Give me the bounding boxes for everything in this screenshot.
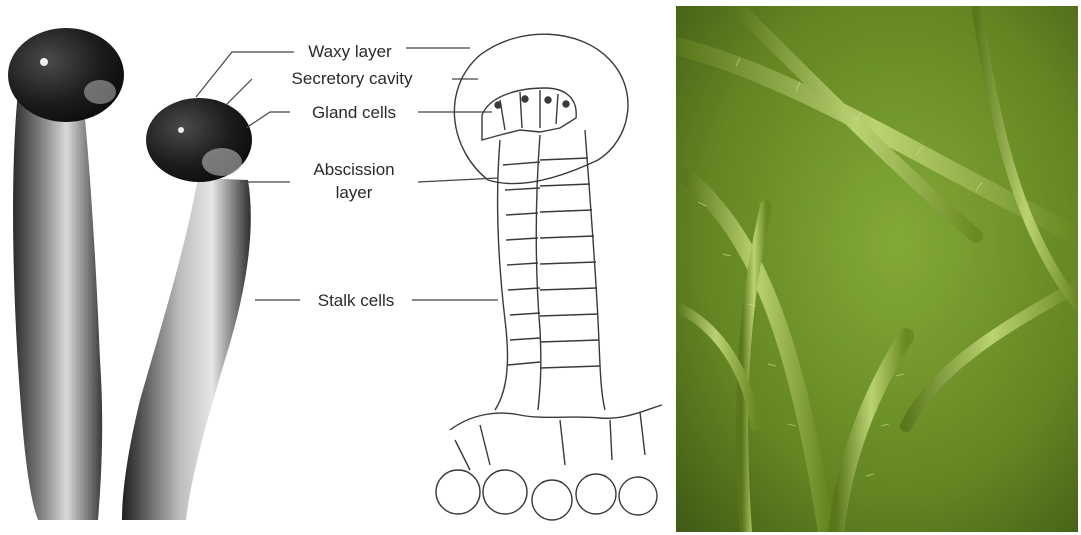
label-secretory-cavity: Secretory cavity	[292, 69, 413, 88]
trichome-photo-right	[122, 98, 252, 520]
label-waxy-layer: Waxy layer	[308, 42, 392, 61]
epidermis-cells	[450, 405, 662, 430]
label-stalk-cells: Stalk cells	[318, 291, 395, 310]
label-abscission-line2: layer	[336, 183, 373, 202]
stalk-left	[13, 92, 102, 520]
gland-head-left	[8, 28, 124, 122]
gland-cell-cluster	[482, 88, 576, 140]
label-gland-cells: Gland cells	[312, 103, 396, 122]
label-abscission-line1: Abscission	[313, 160, 394, 179]
labels: Waxy layer Secretory cavity Gland cells …	[292, 42, 413, 310]
secretory-cavity-outline	[454, 34, 628, 183]
trichome-photo-left	[8, 28, 124, 520]
stalk-right	[122, 178, 251, 520]
trichome-macro-photo	[676, 6, 1078, 532]
trichome-drawing	[436, 34, 662, 520]
